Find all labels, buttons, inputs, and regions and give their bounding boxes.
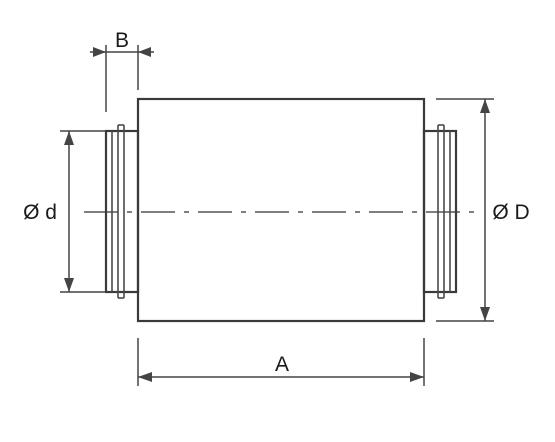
dimension-d-large-label: Ø D	[492, 201, 529, 224]
dimension-a: A	[137, 338, 425, 386]
dimension-d-large: Ø D	[436, 98, 530, 322]
dimension-d-small-label: Ø d	[23, 201, 57, 224]
left-connector	[104, 124, 140, 299]
dimension-b-label: B	[115, 29, 129, 52]
dimension-d-small: Ø d	[23, 130, 106, 293]
dimension-a-label: A	[275, 353, 289, 376]
dimension-b: B	[90, 29, 154, 112]
right-connector	[422, 124, 458, 299]
main-body	[136, 97, 426, 323]
